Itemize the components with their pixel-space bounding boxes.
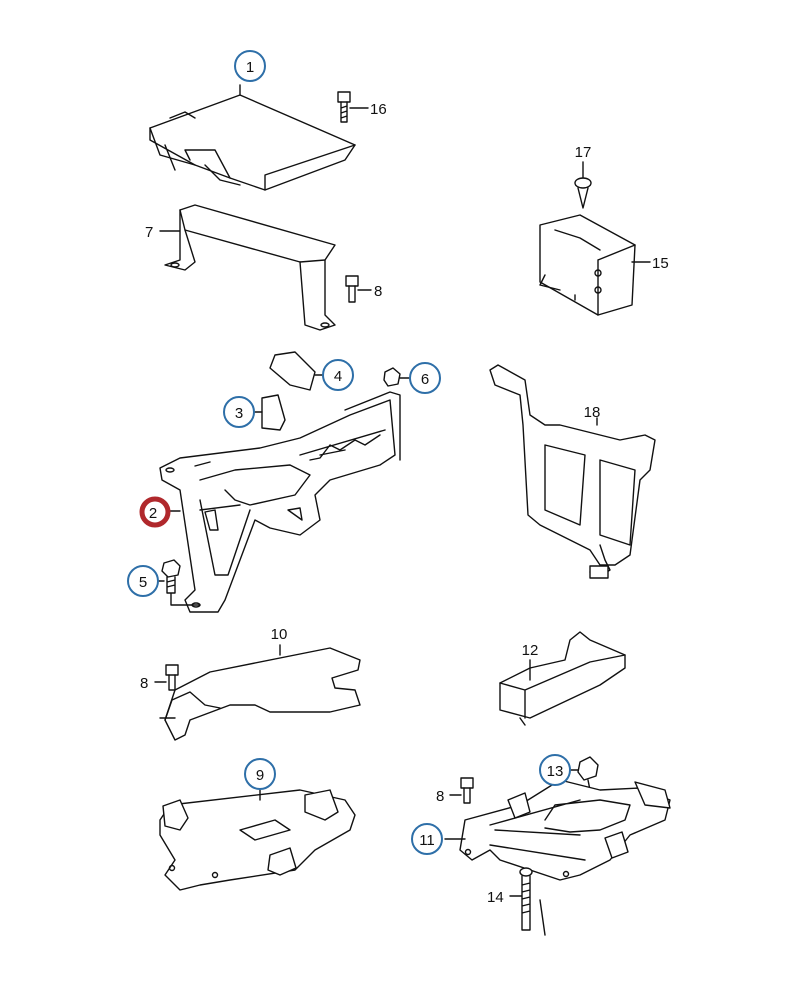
- callout-label: 6: [421, 371, 429, 388]
- callout-3[interactable]: 3: [223, 396, 255, 428]
- callout-14[interactable]: 14: [487, 889, 504, 906]
- callout-17[interactable]: 17: [575, 144, 592, 161]
- callout-7[interactable]: 7: [145, 224, 153, 241]
- part-18-bracket[interactable]: [489, 364, 656, 579]
- callout-1[interactable]: 1: [234, 50, 266, 82]
- part-3-clip[interactable]: [251, 394, 286, 431]
- part-15-module[interactable]: [539, 214, 651, 316]
- callout-label: 2: [149, 505, 157, 522]
- callout-16[interactable]: 16: [370, 101, 387, 118]
- part-11-bracket[interactable]: [444, 779, 671, 881]
- callout-6[interactable]: 6: [409, 362, 441, 394]
- callout-label: 9: [256, 767, 264, 784]
- part-6-nut[interactable]: [383, 367, 413, 387]
- callout-label: 1: [246, 59, 254, 76]
- callout-9[interactable]: 9: [244, 758, 276, 790]
- part-17-screw[interactable]: [574, 161, 592, 209]
- callout-label: 13: [547, 763, 564, 780]
- callout-8[interactable]: 8: [140, 675, 148, 692]
- part-2-main-bracket[interactable]: [159, 391, 401, 613]
- part-4-clip[interactable]: [269, 351, 327, 391]
- callout-2-highlighted[interactable]: 2: [139, 496, 171, 528]
- part-8-bolt[interactable]: [154, 664, 179, 691]
- callout-label: 11: [419, 832, 435, 849]
- part-8-bolt[interactable]: [449, 777, 474, 804]
- part-7-bracket[interactable]: [159, 204, 336, 331]
- part-14-stud[interactable]: [509, 867, 546, 936]
- callout-13[interactable]: 13: [539, 754, 571, 786]
- callout-11[interactable]: 11: [411, 823, 443, 855]
- callout-12[interactable]: 12: [522, 642, 539, 659]
- callout-label: 5: [139, 574, 147, 591]
- callout-5[interactable]: 5: [127, 565, 159, 597]
- callout-15[interactable]: 15: [652, 255, 669, 272]
- callout-label: 3: [235, 405, 243, 422]
- callout-8[interactable]: 8: [436, 788, 444, 805]
- part-1-control-unit[interactable]: [149, 84, 356, 191]
- part-10-cover[interactable]: [159, 644, 361, 741]
- part-8-bolt[interactable]: [345, 275, 372, 303]
- callout-8[interactable]: 8: [374, 283, 382, 300]
- callout-label: 4: [334, 368, 342, 385]
- callout-4[interactable]: 4: [322, 359, 354, 391]
- callout-10[interactable]: 10: [271, 626, 288, 643]
- part-16-bolt[interactable]: [337, 91, 369, 123]
- part-9-plate[interactable]: [159, 789, 356, 891]
- part-5-bolt[interactable]: [157, 559, 201, 606]
- callout-18[interactable]: 18: [584, 404, 601, 421]
- part-12-box[interactable]: [499, 631, 626, 726]
